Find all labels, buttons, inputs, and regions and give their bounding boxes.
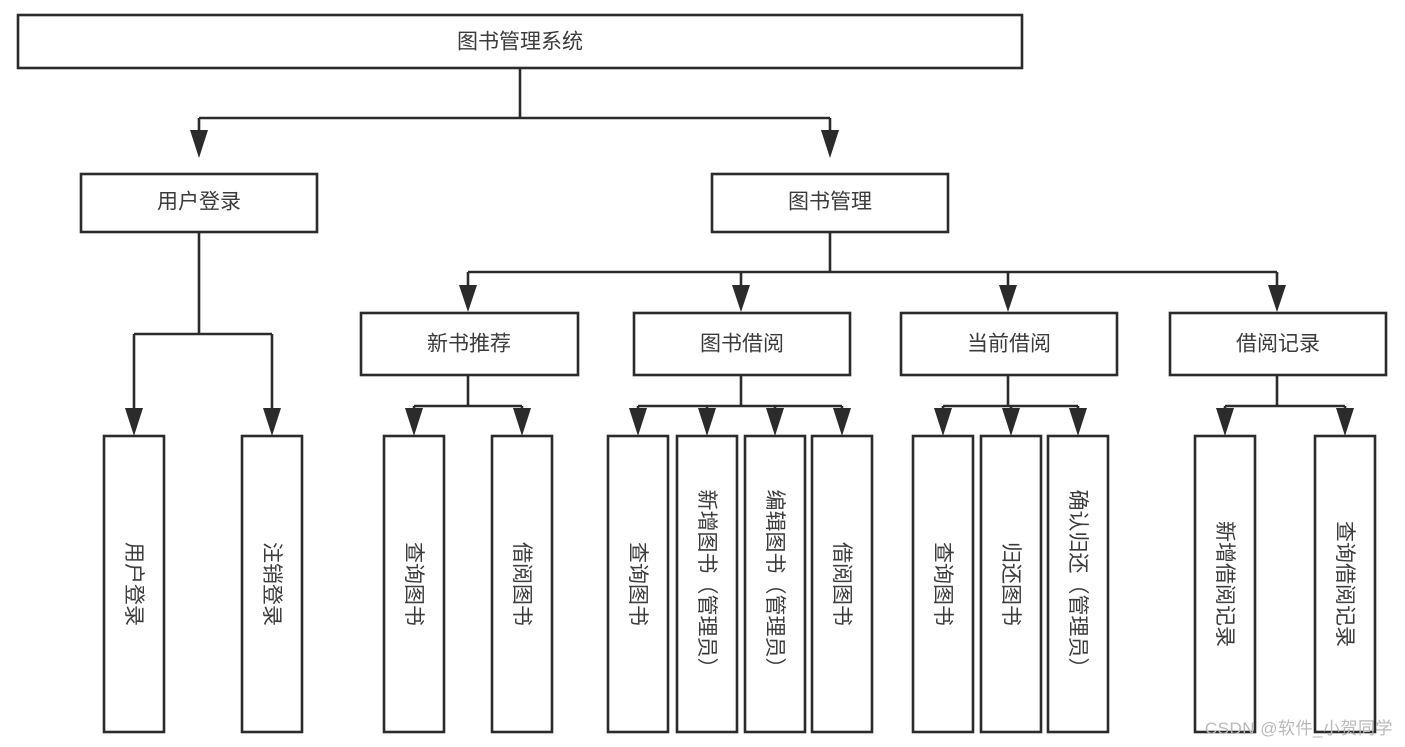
connector-group-borrow-record (1216, 375, 1354, 436)
arrow-head-cb-leaf-3 (1069, 408, 1087, 436)
leaf-bb-edit-book-label: 编辑图书（管理员） (763, 490, 786, 679)
leaf-logout-label: 注销登录 (260, 542, 283, 626)
leaf-cb-return-book-box[interactable] (979, 434, 1043, 734)
node-book-manage[interactable]: 图书管理 (710, 172, 950, 234)
node-book-manage-box[interactable] (710, 172, 950, 234)
leaf-node[interactable]: 新增图书（管理员） (675, 434, 739, 734)
node-borrow-record-label: 借阅记录 (1236, 333, 1320, 356)
leaf-node[interactable]: 新增借阅记录 (1193, 434, 1257, 734)
connector-group-current-borrow (934, 375, 1087, 436)
arrow-head-nb-leaf-2 (513, 408, 531, 436)
leaf-user-login-label: 用户登录 (122, 542, 145, 626)
arrow-head-borrow-record (1268, 285, 1286, 312)
leaf-bb-add-book-label: 新增图书（管理员） (695, 490, 718, 679)
leaf-bb-edit-book-box[interactable] (743, 434, 807, 734)
leaf-user-login-box[interactable] (102, 434, 166, 734)
leaf-br-query-record-label: 查询借阅记录 (1333, 521, 1356, 647)
node-book-manage-label: 图书管理 (788, 191, 872, 214)
node-current-borrow-label: 当前借阅 (967, 333, 1051, 356)
leaf-bb-query-book-box[interactable] (606, 434, 670, 734)
arrow-head-bb-leaf-3 (766, 408, 784, 436)
node-new-book-recommend[interactable]: 新书推荐 (359, 311, 580, 377)
node-new-book-recommend-box[interactable] (359, 311, 580, 377)
leaf-nb-query-book-label: 查询图书 (402, 542, 425, 626)
arrow-head-nb-leaf-1 (405, 408, 423, 436)
node-new-book-recommend-label: 新书推荐 (427, 333, 511, 356)
leaf-bb-borrow-book-box[interactable] (810, 434, 874, 734)
leaf-cb-query-book-box[interactable] (911, 434, 975, 734)
leaf-node[interactable]: 用户登录 (102, 434, 166, 734)
arrow-head-book-manage (821, 130, 839, 158)
node-user-login-label: 用户登录 (157, 191, 241, 214)
leaf-cb-confirm-return-label: 确认归还（管理员） (1066, 490, 1089, 679)
leaf-bb-query-book-label: 查询图书 (626, 542, 649, 626)
arrow-head-book-borrow (732, 285, 750, 312)
connector-group-new-book (405, 375, 531, 436)
arrow-head-bb-leaf-1 (629, 408, 647, 436)
connector-group-book-manage (459, 232, 1286, 312)
leaf-node[interactable]: 借阅图书 (490, 434, 554, 734)
watermark: CSDN @软件_小贺同学 (1204, 719, 1393, 738)
leaf-nb-query-book-box[interactable] (382, 434, 446, 734)
leaf-cb-confirm-return-box[interactable] (1046, 434, 1110, 734)
leaf-br-add-record-label: 新增借阅记录 (1213, 521, 1236, 647)
node-user-login[interactable]: 用户登录 (79, 172, 319, 234)
node-user-login-box[interactable] (79, 172, 319, 234)
connector-group-book-borrow (629, 375, 851, 436)
leaf-br-add-record-box[interactable] (1193, 434, 1257, 734)
arrow-head-cb-leaf-2 (1002, 408, 1020, 436)
leaf-node[interactable]: 查询图书 (606, 434, 670, 734)
node-root-label: 图书管理系统 (457, 31, 583, 54)
leaf-node[interactable]: 确认归还（管理员） (1046, 434, 1110, 734)
node-borrow-record[interactable]: 借阅记录 (1168, 311, 1388, 377)
node-book-borrow-box[interactable] (632, 311, 852, 377)
leaf-node[interactable]: 查询图书 (382, 434, 446, 734)
arrow-head-user-login (190, 130, 208, 158)
node-current-borrow[interactable]: 当前借阅 (899, 311, 1119, 377)
leaf-cb-query-book-label: 查询图书 (931, 542, 954, 626)
leaf-node[interactable]: 注销登录 (240, 434, 304, 734)
leaf-nb-borrow-book-label: 借阅图书 (510, 542, 533, 626)
leaf-bb-add-book-box[interactable] (675, 434, 739, 734)
leaf-br-query-record-box[interactable] (1313, 434, 1377, 734)
arrow-head-br-leaf-1 (1216, 408, 1234, 436)
node-current-borrow-box[interactable] (899, 311, 1119, 377)
connector-group-root (190, 68, 839, 158)
arrow-head-bb-leaf-2 (698, 408, 716, 436)
arrow-head-br-leaf-2 (1336, 408, 1354, 436)
leaf-nb-borrow-book-box[interactable] (490, 434, 554, 734)
arrow-head-new-book (459, 285, 477, 312)
leaf-node[interactable]: 归还图书 (979, 434, 1043, 734)
leaf-cb-return-book-label: 归还图书 (999, 542, 1022, 626)
node-book-borrow[interactable]: 图书借阅 (632, 311, 852, 377)
node-book-borrow-label: 图书借阅 (700, 333, 784, 356)
arrow-head-bb-leaf-4 (833, 408, 851, 436)
arrow-head-current-borrow (999, 285, 1017, 312)
leaf-bb-borrow-book-label: 借阅图书 (830, 542, 853, 626)
leaf-node[interactable]: 编辑图书（管理员） (743, 434, 807, 734)
arrow-head-leaf-logout (263, 408, 281, 436)
leaf-node[interactable]: 查询借阅记录 (1313, 434, 1377, 734)
leaf-node[interactable]: 借阅图书 (810, 434, 874, 734)
arrow-head-cb-leaf-1 (934, 408, 952, 436)
node-root-box[interactable] (16, 13, 1024, 70)
node-borrow-record-box[interactable] (1168, 311, 1388, 377)
connector-group-user-login (125, 232, 281, 436)
leaf-logout-box[interactable] (240, 434, 304, 734)
arrow-head-leaf-user-login (125, 408, 143, 436)
node-root[interactable]: 图书管理系统 (16, 13, 1024, 70)
leaf-node[interactable]: 查询图书 (911, 434, 975, 734)
